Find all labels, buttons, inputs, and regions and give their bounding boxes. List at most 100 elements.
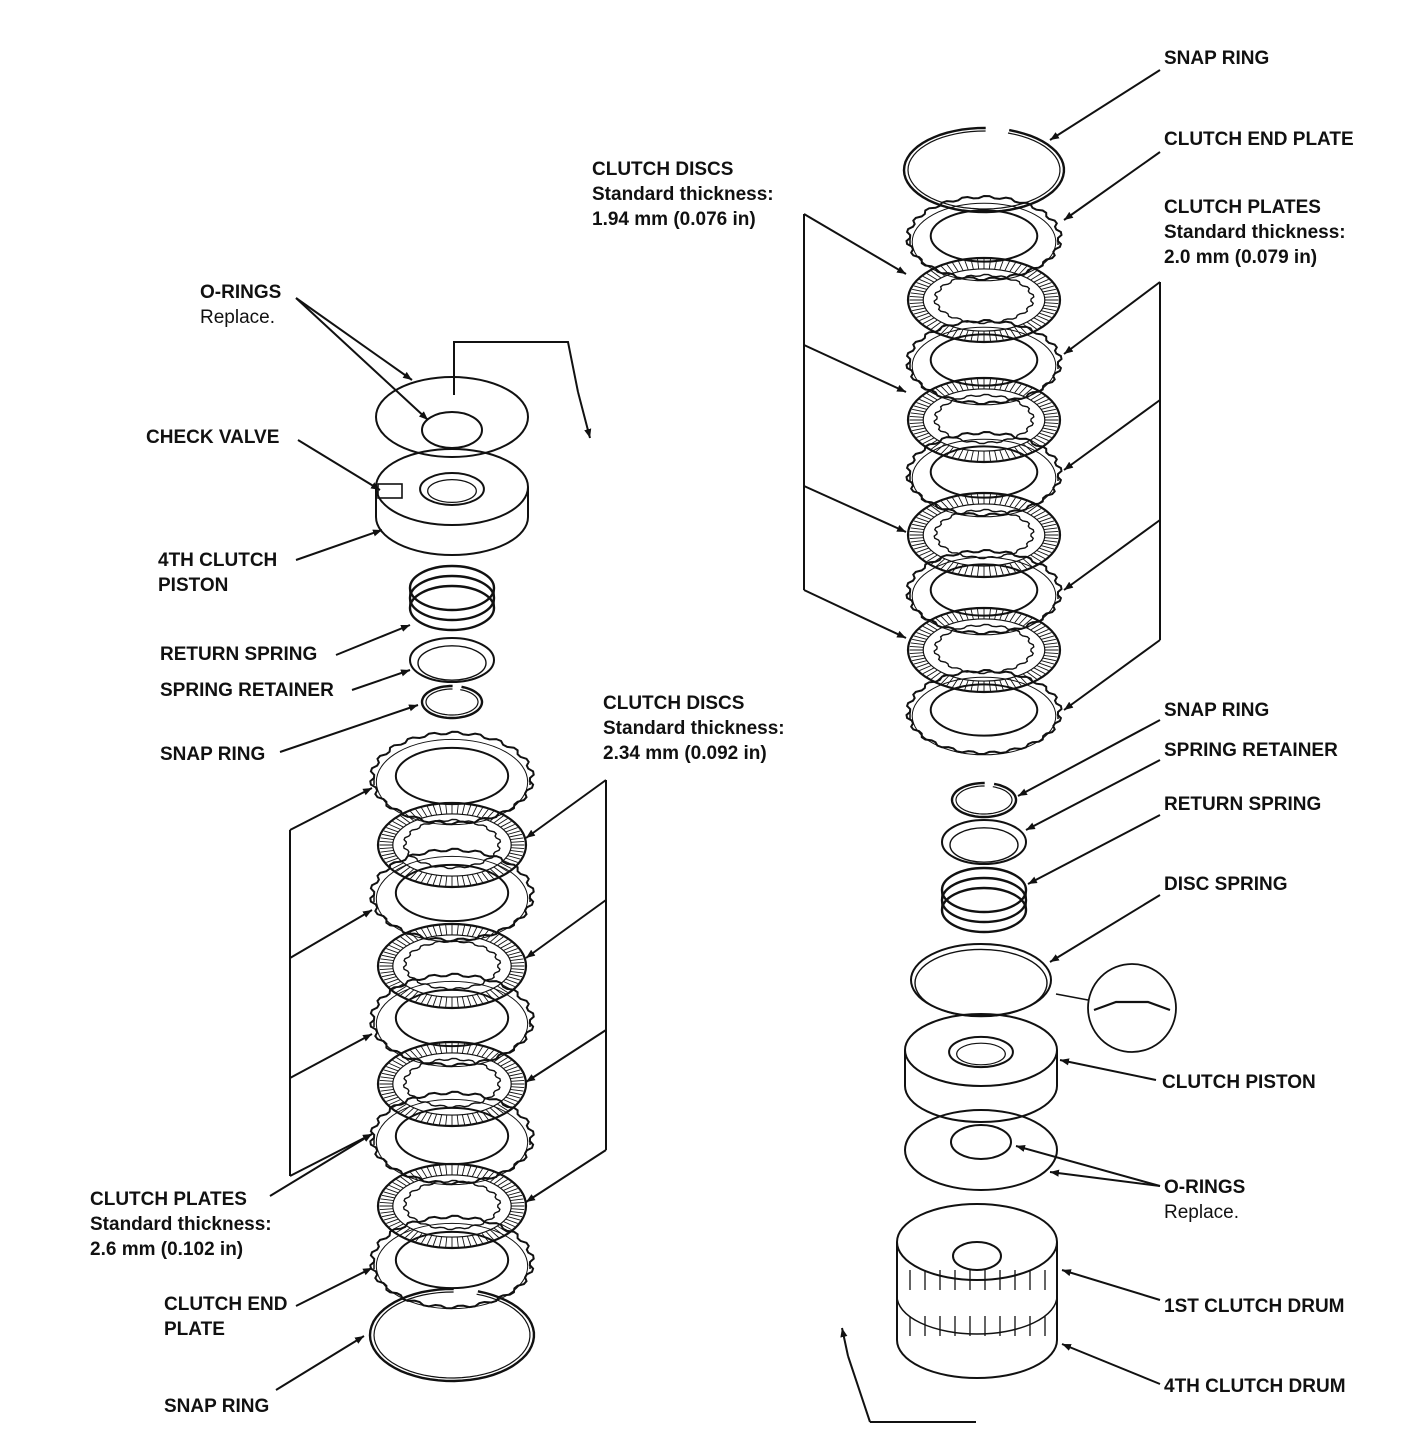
right-snap-ring-mid-label: SNAP RING — [1164, 700, 1270, 721]
left-flow-line — [453, 341, 579, 395]
left-clutch-end-plate-label: CLUTCH END PLATE — [164, 1292, 288, 1342]
left-clutch-plates-value: 2.6 mm (0.102 in) — [90, 1239, 244, 1260]
left-o-rings-label: O-RINGS Replace. — [200, 280, 281, 330]
right-flow-line — [847, 1355, 871, 1423]
left-snap-ring-lower-label: SNAP RING — [164, 1396, 270, 1417]
right-clutch-disc-1 — [906, 256, 1062, 344]
right-clutch-plates-label: CLUTCH PLATES Standard thickness: 2.0 mm… — [1164, 195, 1346, 270]
right-snap-ring-top-label: SNAP RING — [1164, 48, 1270, 69]
left-clutch-disc-1-friction-lining — [379, 803, 525, 887]
left-plate-leader-1 — [289, 787, 373, 831]
left-clutch-piston-label: 4TH CLUTCH PISTON — [158, 548, 277, 598]
left-clutch-plate-4 — [369, 1090, 535, 1186]
right-snap-ring-mid — [950, 781, 1018, 819]
left-clutch-plates-title: CLUTCH PLATES — [90, 1189, 247, 1210]
right-disc-spring-leader — [1049, 894, 1161, 963]
left-plate-leader-3 — [289, 1033, 373, 1079]
right-clutch-disc-3-friction-lining — [909, 493, 1059, 577]
clutch-drum — [896, 1203, 1058, 1379]
first-clutch-drum-label: 1ST CLUTCH DRUM — [1164, 1296, 1345, 1317]
right-disc-spring — [910, 943, 1052, 1018]
right-snap-ring-top — [902, 126, 1066, 214]
check-valve-part — [377, 483, 403, 499]
left-clutch-piston-line1: 4TH CLUTCH — [158, 550, 278, 571]
left-o-ring-leader-outer — [295, 297, 413, 381]
right-o-ring-leader-inner — [1015, 1144, 1161, 1187]
right-clutch-plates-spec: Standard thickness: — [1164, 222, 1346, 243]
right-clutch-piston — [904, 1013, 1058, 1123]
left-clutch-piston-line2: PISTON — [158, 575, 229, 596]
left-snap-ring-lower — [368, 1287, 536, 1383]
right-disc-leader-2 — [803, 344, 907, 393]
left-clutch-plates-spec: Standard thickness: — [90, 1214, 272, 1235]
right-clutch-piston-leader — [1059, 1058, 1157, 1081]
right-clutch-end-plate-label: CLUTCH END PLATE — [1164, 129, 1354, 150]
left-clutch-end-plate-line2: PLATE — [164, 1319, 225, 1340]
right-o-ring-seal-plate — [904, 1109, 1058, 1191]
right-clutch-disc-1-friction-lining — [909, 258, 1059, 342]
left-clutch-disc-2-friction-lining — [379, 924, 525, 1008]
left-clutch-disc-2 — [376, 922, 528, 1010]
left-clutch-disc-4 — [376, 1162, 528, 1250]
left-return-spring-label: RETURN SPRING — [160, 644, 318, 665]
right-clutch-plates-value: 2.0 mm (0.079 in) — [1164, 247, 1318, 268]
right-flow-arrow — [840, 1327, 849, 1357]
right-end-plate-leader — [1063, 151, 1161, 221]
left-disc-leader-3 — [525, 1029, 607, 1083]
left-spring-retainer-leader — [351, 669, 411, 691]
right-clutch-discs-value: 1.94 mm (0.076 in) — [592, 209, 756, 230]
left-plate-leader-4 — [289, 1133, 373, 1177]
left-snap-ring-upper — [420, 684, 484, 720]
right-plate-leader-2 — [1063, 399, 1161, 471]
right-return-spring — [940, 866, 1028, 934]
right-o-rings-title: O-RINGS — [1164, 1177, 1246, 1198]
right-clutch-plate-4 — [905, 548, 1063, 636]
left-o-ring-leader-inner — [295, 297, 429, 421]
right-clutch-disc-3 — [906, 491, 1062, 579]
left-clutch-disc-3 — [376, 1040, 528, 1128]
right-disc-leader-4 — [803, 589, 907, 639]
left-snap-ring-upper-label: SNAP RING — [160, 744, 266, 765]
right-return-spring-leader — [1027, 814, 1161, 885]
right-plate-leader-3 — [1063, 519, 1161, 591]
left-o-rings-note: Replace. — [200, 307, 275, 328]
right-spring-retainer-leader — [1025, 759, 1161, 831]
right-clutch-discs-title: CLUTCH DISCS — [592, 159, 734, 180]
left-disc-leader-2 — [525, 899, 607, 959]
left-clutch-disc-4-friction-lining — [379, 1164, 525, 1248]
left-plates-label-leader — [269, 1133, 373, 1197]
left-return-spring — [408, 564, 496, 632]
right-return-spring-label: RETURN SPRING — [1164, 794, 1322, 815]
right-snap-ring-mid-leader — [1017, 719, 1161, 797]
left-disc-leader-1 — [525, 779, 607, 839]
left-flow-arrow — [577, 391, 592, 439]
right-clutch-piston-label: CLUTCH PISTON — [1162, 1072, 1316, 1093]
right-disc-spring-label: DISC SPRING — [1164, 874, 1288, 895]
right-o-ring-leader-outer — [1049, 1169, 1161, 1187]
check-valve-label: CHECK VALVE — [146, 427, 280, 448]
right-disc-leader-1 — [803, 213, 907, 275]
right-clutch-discs-label: CLUTCH DISCS Standard thickness: 1.94 mm… — [592, 157, 774, 232]
disc-spring-detail — [1055, 963, 1177, 1053]
right-clutch-disc-2-friction-lining — [909, 378, 1059, 462]
fourth-clutch-drum-leader — [1061, 1343, 1161, 1385]
right-plate-leader-1 — [1063, 281, 1161, 355]
fourth-clutch-drum-label: 4TH CLUTCH DRUM — [1164, 1376, 1346, 1397]
left-clutch-discs-label: CLUTCH DISCS Standard thickness: 2.34 mm… — [603, 691, 785, 766]
right-o-rings-note: Replace. — [1164, 1202, 1239, 1223]
first-clutch-drum-leader — [1061, 1269, 1161, 1301]
left-disc-leader-4 — [525, 1149, 607, 1203]
left-clutch-discs-value: 2.34 mm (0.092 in) — [603, 743, 767, 764]
right-clutch-disc-2 — [906, 376, 1062, 464]
left-snap-ring-lower-leader — [275, 1335, 365, 1391]
right-clutch-plates-title: CLUTCH PLATES — [1164, 197, 1321, 218]
left-piston-leader — [295, 529, 383, 561]
check-valve-leader — [297, 439, 381, 491]
right-snap-ring-top-leader — [1049, 69, 1161, 141]
left-spring-retainer — [409, 637, 495, 683]
left-plate-leader-2 — [289, 909, 373, 959]
right-o-rings-label: O-RINGS Replace. — [1164, 1175, 1245, 1225]
right-plate-leader-4 — [1063, 639, 1161, 711]
left-o-ring-seal-plate — [375, 376, 529, 458]
